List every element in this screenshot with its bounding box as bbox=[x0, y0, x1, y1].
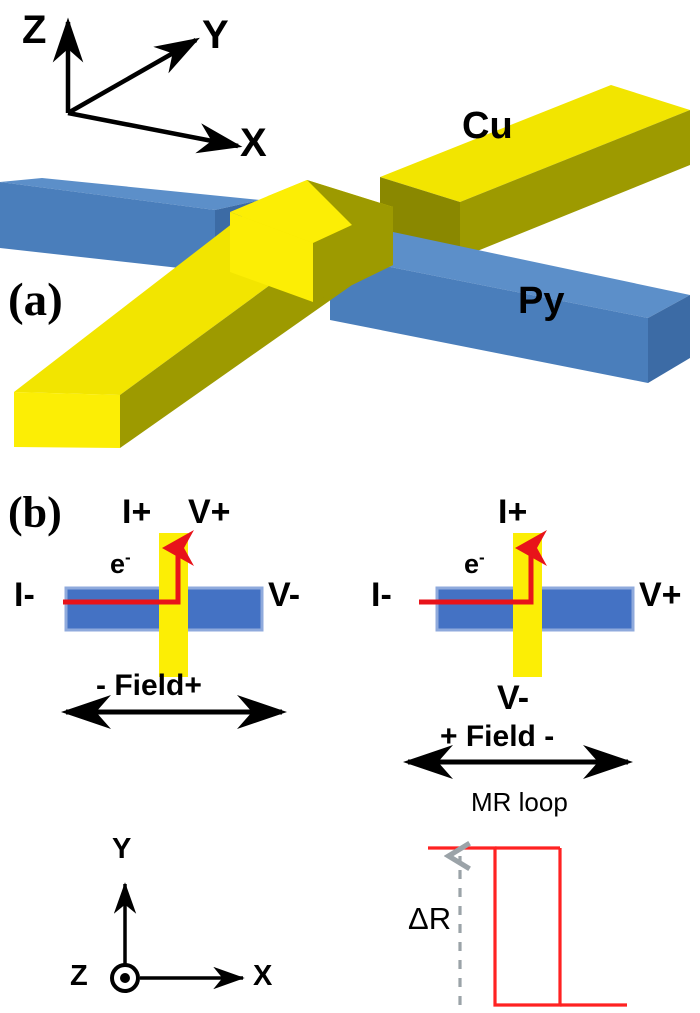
mr-loop-plot bbox=[428, 846, 627, 1007]
panel-b-left-device bbox=[61, 529, 287, 729]
left-terminal-i-plus: I+ bbox=[122, 493, 152, 531]
cu-bar-upper-right-arm bbox=[380, 85, 690, 258]
panel-a-tag: (a) bbox=[8, 274, 63, 326]
right-terminal-i-plus: I+ bbox=[498, 493, 528, 531]
right-electron-sign: - bbox=[479, 548, 485, 567]
axis2-z-label: Z bbox=[70, 960, 88, 992]
axis-x-arrow bbox=[67, 110, 243, 154]
mr-loop-title: MR loop bbox=[471, 787, 568, 817]
axis-y-arrow bbox=[66, 37, 200, 115]
left-current-path bbox=[63, 529, 194, 605]
right-cu-bar bbox=[513, 533, 542, 677]
left-field-label: - Field+ bbox=[96, 669, 202, 702]
left-electron-e: e bbox=[110, 549, 126, 579]
panel-b-tag: (b) bbox=[8, 488, 62, 537]
cu-py-junction-block bbox=[230, 180, 393, 302]
mr-loop-trace-left bbox=[428, 846, 562, 1007]
right-terminal-v-minus: V- bbox=[497, 679, 530, 717]
right-current-path bbox=[419, 529, 547, 605]
right-electron-label: e- bbox=[464, 549, 485, 578]
cu-material-label: Cu bbox=[462, 105, 513, 147]
panel-a-device-3d bbox=[0, 85, 690, 448]
right-terminal-i-minus: I- bbox=[371, 576, 392, 614]
right-terminal-v-plus: V+ bbox=[639, 576, 682, 614]
z-out-of-plane-dot-icon bbox=[120, 973, 130, 983]
panel-b-right-device bbox=[403, 529, 635, 779]
py-bar-left-segment bbox=[0, 178, 260, 272]
axis-z-label: Z bbox=[22, 8, 47, 52]
axes-2d-inplane bbox=[110, 882, 245, 993]
left-terminal-v-plus: V+ bbox=[188, 493, 231, 531]
left-terminal-v-minus: V- bbox=[268, 576, 301, 614]
py-bar-right-segment bbox=[330, 232, 690, 383]
panel-a-axes-3d bbox=[52, 17, 243, 154]
axis2-y-label: Y bbox=[112, 833, 132, 865]
left-cu-bar bbox=[159, 533, 188, 677]
axis-y-label: Y bbox=[202, 13, 229, 57]
left-terminal-i-minus: I- bbox=[14, 576, 35, 614]
delta-r-label: ΔR bbox=[408, 901, 452, 936]
axis-x-label: X bbox=[240, 121, 267, 165]
left-electron-label: e- bbox=[110, 549, 131, 578]
right-field-label: + Field - bbox=[440, 720, 555, 753]
py-material-label: Py bbox=[518, 280, 565, 322]
axis2-x-label: X bbox=[253, 960, 273, 992]
left-electron-sign: - bbox=[125, 548, 131, 567]
right-electron-e: e bbox=[464, 549, 480, 579]
